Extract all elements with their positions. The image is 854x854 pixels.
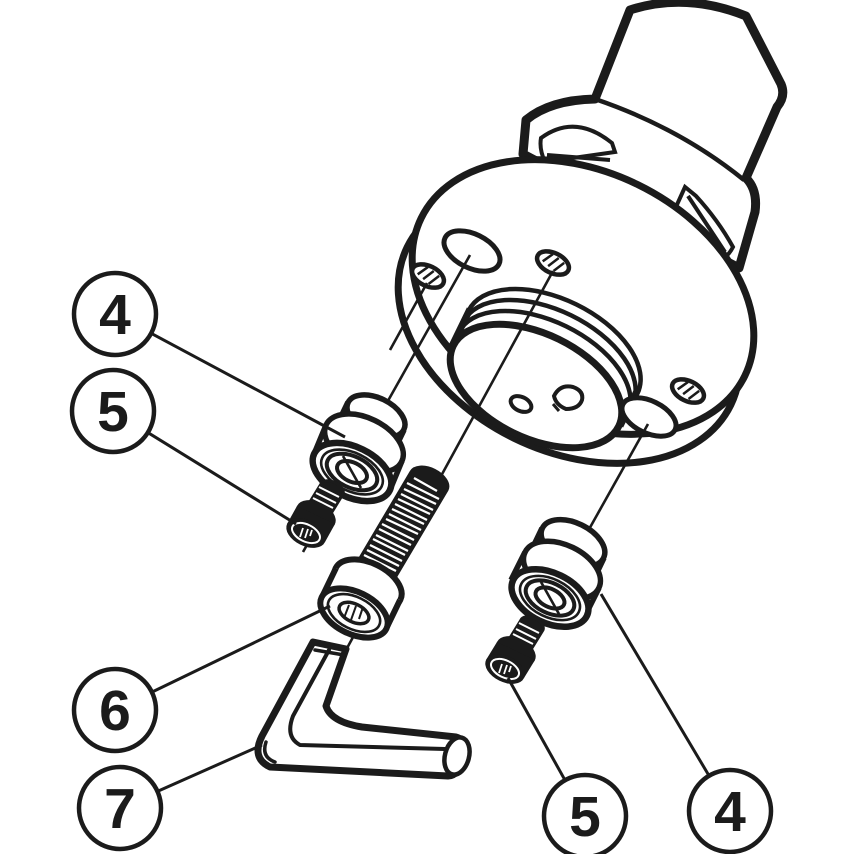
- bushing-4-left: [309, 392, 408, 505]
- boss-keyway: [551, 384, 585, 412]
- leader-line-5: [506, 677, 567, 781]
- flange-screw-bottom-right: [669, 377, 707, 405]
- leader-line-6: [151, 604, 331, 694]
- balloon-label-5: 5: [97, 380, 129, 444]
- flange-screw-top: [534, 249, 572, 277]
- bushing-right-bore-axis: [539, 581, 561, 615]
- balloon-label-6: 6: [99, 679, 131, 743]
- bushing-4-right: [508, 516, 608, 631]
- leader-line-7: [156, 743, 263, 793]
- balloon-7: [76, 764, 164, 852]
- flange-screw-left: [409, 262, 447, 290]
- boss-pin-hole: [508, 394, 534, 414]
- leader-line-4: [150, 332, 346, 439]
- axis-line-left-screwhole: [388, 282, 429, 351]
- balloon-label-4: 4: [99, 283, 131, 347]
- collar-slot-left: [538, 124, 618, 165]
- leader-line-5: [147, 431, 297, 526]
- balloon-5: [69, 367, 157, 455]
- bushing-left-bore-axis: [341, 455, 363, 489]
- center-boss: [446, 286, 643, 452]
- boss-keyway-tick: [551, 403, 561, 412]
- shank-and-collar-outline: [518, 0, 788, 273]
- screw-5-left: [286, 479, 345, 548]
- flange-details: [409, 228, 707, 439]
- hex-key-7: [254, 638, 472, 780]
- tool-holder-body: [518, 0, 788, 273]
- screw-5-right: [485, 615, 545, 684]
- screw-right-socket: [498, 663, 512, 675]
- hex-key-bend-highlight: [262, 740, 277, 764]
- hex-key-end-face: [442, 735, 472, 777]
- collar-top-edge: [594, 96, 746, 182]
- screw-6-center: [317, 465, 450, 641]
- boss-side-left: [448, 307, 474, 348]
- hex-key-inner-edge: [288, 648, 447, 751]
- balloon-layer: 4 5 6 7 5 4: [69, 270, 774, 854]
- balloon-4: [71, 270, 159, 358]
- balloon-label-5: 5: [569, 785, 601, 849]
- balloon-label-4: 4: [714, 780, 746, 844]
- balloon-label-7: 7: [104, 777, 136, 841]
- balloon-5: [541, 772, 629, 854]
- screw-left-socket: [299, 527, 313, 539]
- leader-line-4: [599, 593, 711, 777]
- balloon-4: [686, 767, 774, 854]
- hex-key-outline: [254, 638, 469, 780]
- balloon-6: [71, 666, 159, 754]
- flange-hole-bottom-right: [619, 395, 679, 439]
